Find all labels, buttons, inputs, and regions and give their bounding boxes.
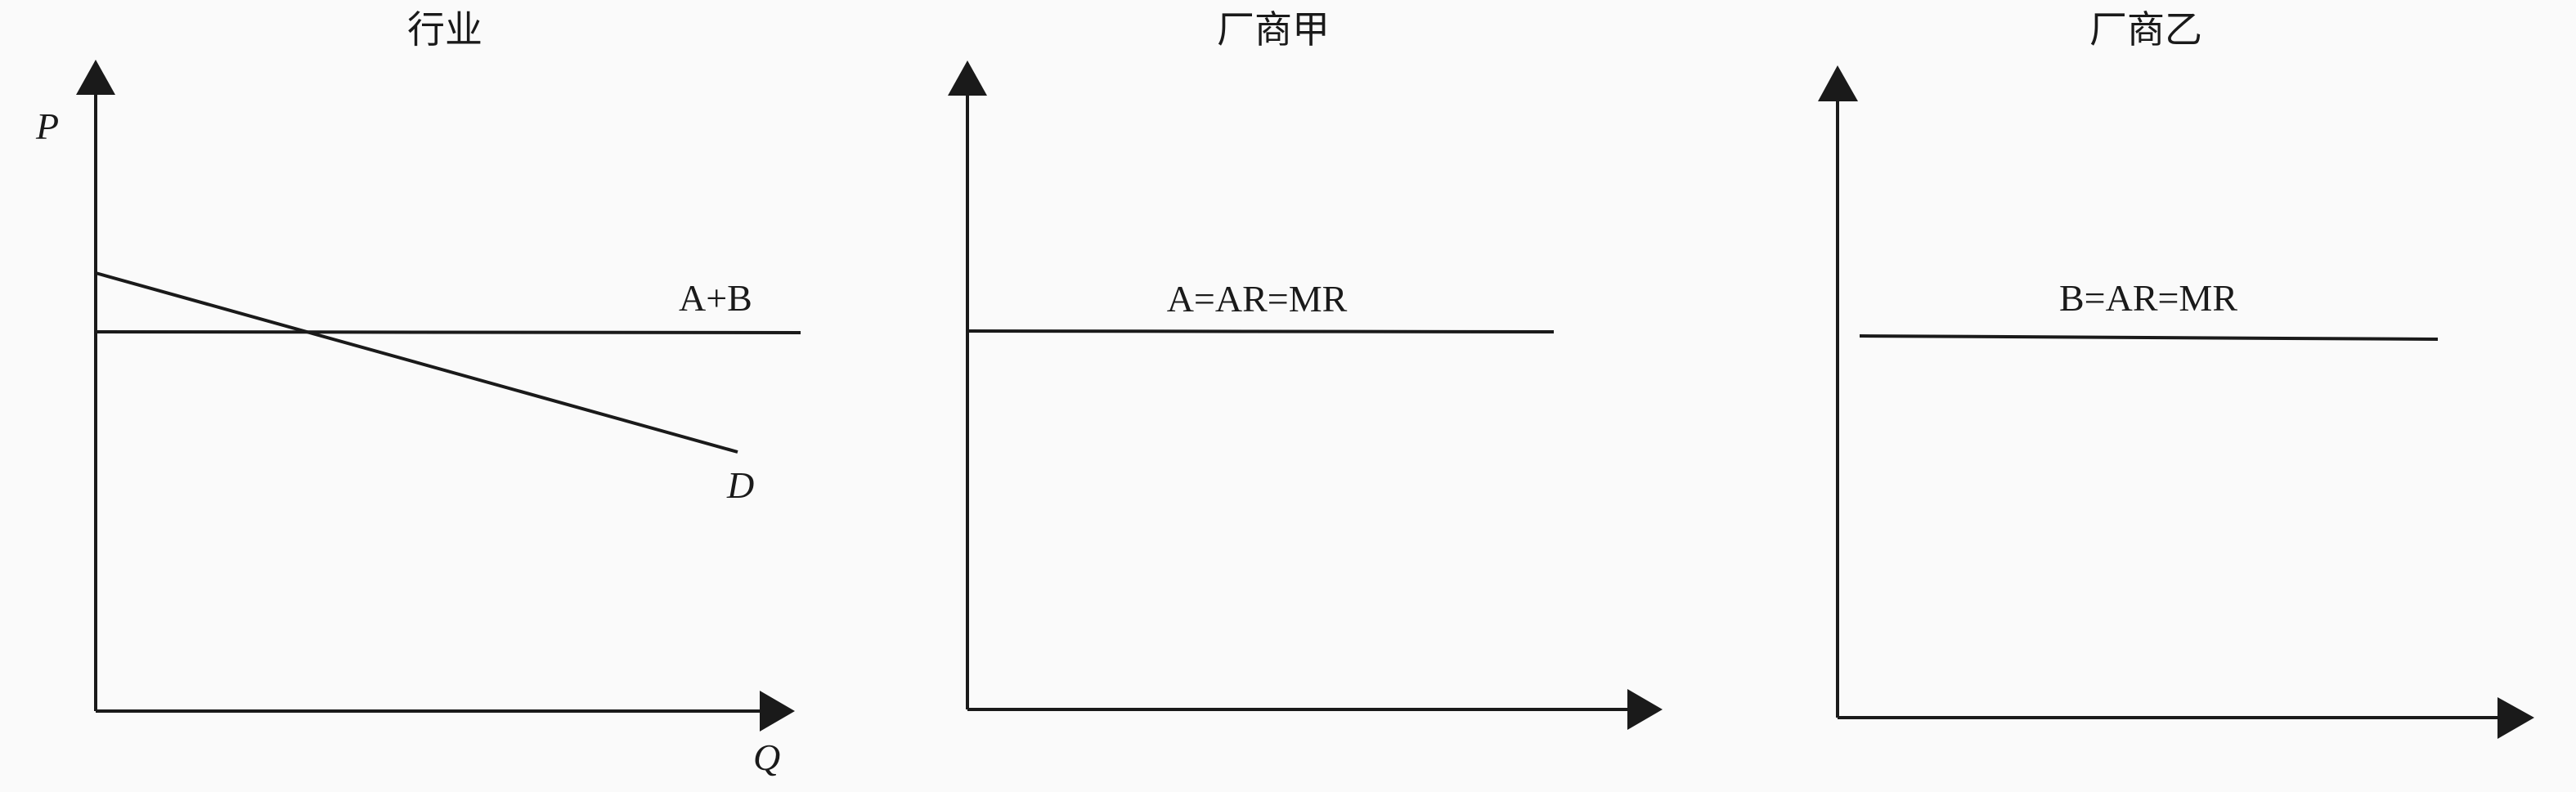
panel-industry: 行业 P Q A+B D xyxy=(35,9,801,778)
panel-firm-b: 厂商乙 B=AR=MR xyxy=(1818,9,2534,739)
y-axis-arrow-icon xyxy=(76,60,115,95)
panel-title: 厂商乙 xyxy=(2089,9,2202,51)
x-axis-arrow-icon xyxy=(1627,689,1663,730)
demand-line-label: A=AR=MR xyxy=(1167,278,1348,320)
y-axis-arrow-icon xyxy=(1818,65,1858,101)
x-axis-arrow-icon xyxy=(2497,697,2534,739)
demand-line-firm-b xyxy=(1859,334,2439,341)
demand-curve-label: D xyxy=(726,464,754,506)
x-axis-arrow-icon xyxy=(760,691,795,732)
panel-title: 厂商甲 xyxy=(1217,9,1330,51)
supply-line-label: A+B xyxy=(679,277,752,319)
panel-title: 行业 xyxy=(407,9,482,51)
supply-line-a-plus-b xyxy=(95,330,801,334)
demand-line-firm-a xyxy=(967,329,1555,333)
demand-line-label: B=AR=MR xyxy=(2059,277,2237,319)
demand-curve xyxy=(95,271,738,454)
y-axis-label: P xyxy=(35,105,59,147)
y-axis-arrow-icon xyxy=(948,60,987,96)
x-axis-label: Q xyxy=(753,736,780,778)
panel-firm-a: 厂商甲 A=AR=MR xyxy=(948,9,1663,730)
